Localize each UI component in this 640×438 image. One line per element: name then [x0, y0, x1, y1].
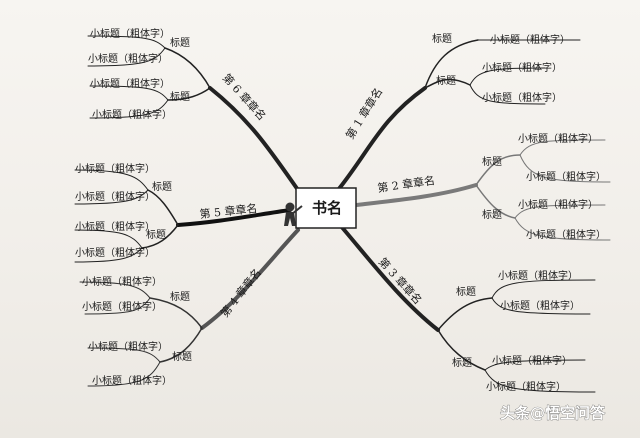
chapter-2-sub-1-1: 小标题（粗体字）: [518, 132, 598, 145]
chapter-3-topic-1-connector: [437, 297, 493, 331]
chapter-1-sub-2-1: 小标题（粗体字）: [482, 61, 562, 74]
chapter-3-branch: [338, 223, 440, 332]
chapter-3-sub-2-1-connector: [484, 359, 586, 371]
chapter-5-branch: [176, 208, 292, 227]
chapter-3-sub-1-2: 小标题（粗体字）: [500, 299, 580, 312]
chapter-4-sub-2-1: 小标题（粗体字）: [88, 340, 168, 353]
chapter-3-label: 第 3 章章名: [376, 255, 425, 307]
chapter-1-branch: [336, 86, 427, 192]
chapter-5-sub-2-1: 小标题（粗体字）: [75, 220, 155, 233]
chapter-3-sub-2-2: 小标题（粗体字）: [486, 380, 566, 393]
chapter-5-sub-2-1-connector: [74, 229, 143, 249]
chapter-3-sub-2-1: 小标题（粗体字）: [492, 354, 572, 367]
chapter-2-sub-2-2-connector: [514, 217, 611, 241]
chapter-6-label: 第 6 章章名: [220, 71, 269, 123]
chapter-5-topic-1-connector: [147, 189, 179, 226]
chapter-4-label: 第 4 章章名: [217, 266, 264, 320]
chapter-1-sub-2-2-connector: [469, 84, 546, 105]
chapter-6-topic-2-label: 标题: [170, 91, 190, 103]
center-node: 书名: [295, 187, 357, 229]
chapter-4-sub-1-2-connector: [84, 297, 151, 315]
chapter-1-topic-1-connector: [424, 39, 479, 89]
chapter-2-topic-1-connector: [475, 154, 521, 186]
chapter-3-topic-1-label: 标题: [456, 286, 476, 298]
chapter-4-sub-2-2: 小标题（粗体字）: [92, 374, 172, 387]
chapter-3-sub-1-1-connector: [491, 279, 596, 299]
chapter-6-sub-2-2-connector: [89, 99, 169, 119]
figure-icon: [284, 202, 303, 226]
chapter-2-topic-2-label: 标题: [482, 209, 502, 221]
chapter-1-topic-1-label: 标题: [432, 33, 452, 45]
chapter-5-sub-2-2: 小标题（粗体字）: [75, 246, 155, 259]
chapter-3-topic-2-label: 标题: [452, 357, 472, 369]
chapter-4-sub-2-2-connector: [87, 361, 161, 387]
chapter-2-branch: [354, 183, 478, 207]
chapter-6-sub-2-2: 小标题（粗体字）: [92, 108, 172, 121]
chapter-3-sub-1-2-connector: [491, 297, 591, 315]
chapter-6-topic-1-connector: [164, 47, 211, 89]
chapter-6-sub-1-1-connector: [87, 35, 166, 49]
chapter-4-topic-2-label: 标题: [172, 351, 192, 363]
chapter-2-label: 第 2 章章名: [376, 173, 435, 195]
chapter-5-sub-1-2-connector: [74, 189, 149, 205]
chapter-2-topic-2-connector: [475, 184, 516, 219]
branch-connectors: [74, 35, 611, 393]
chapter-5-topic-2-connector: [141, 224, 179, 249]
chapter-4-sub-1-1: 小标题（粗体字）: [82, 275, 162, 288]
chapter-5-sub-2-2-connector: [74, 247, 143, 263]
chapter-6-sub-1-1: 小标题（粗体字）: [90, 27, 170, 40]
chapter-6-topic-1-label: 标题: [170, 37, 190, 49]
book-title: 书名: [312, 199, 342, 217]
chapter-6-sub-1-2: 小标题（粗体字）: [88, 52, 168, 65]
chapter-2-sub-1-2-connector: [519, 154, 611, 183]
chapter-1-topic-2-label: 标题: [436, 75, 456, 87]
chapter-2-sub-1-1-connector: [519, 139, 606, 156]
chapter-2-topic-1-label: 标题: [482, 156, 502, 168]
chapter-2-sub-2-2: 小标题（粗体字）: [526, 228, 606, 241]
chapter-6-topic-2-connector: [167, 87, 211, 101]
chapter-1-sub-2-1-connector: [469, 67, 546, 86]
chapter-2-sub-2-1-connector: [514, 204, 606, 219]
chapter-3-sub-2-2-connector: [484, 369, 596, 393]
chapter-2-sub-2-1: 小标题（粗体字）: [518, 198, 598, 211]
chapter-5-sub-1-2: 小标题（粗体字）: [75, 190, 155, 203]
chapter-2-sub-1-2: 小标题（粗体字）: [526, 170, 606, 183]
center-node-box: [295, 187, 357, 229]
chapter-4-topic-2-connector: [159, 327, 203, 363]
chapter-6-sub-2-1: 小标题（粗体字）: [90, 77, 170, 90]
chapter-5-topic-1-label: 标题: [152, 181, 172, 193]
chapter-4-sub-1-1-connector: [79, 281, 151, 299]
chapter-4-branch: [200, 228, 300, 330]
chapter-5-topic-2-label: 标题: [146, 229, 166, 241]
chapter-4-sub-2-1-connector: [87, 347, 161, 363]
chapter-5-sub-1-1-connector: [74, 169, 149, 191]
chapter-1-sub-2-2: 小标题（粗体字）: [482, 91, 562, 104]
chapter-6-branch: [208, 86, 300, 192]
chapter-4-sub-1-2: 小标题（粗体字）: [82, 300, 162, 313]
chapter-1-topic-2-connector: [424, 78, 471, 89]
chapter-4-topic-1-label: 标题: [170, 291, 190, 303]
chapter-6-sub-2-1-connector: [89, 85, 169, 101]
chapter-1-sub-1-1: 小标题（粗体字）: [490, 33, 570, 46]
chapter-6-sub-1-2-connector: [87, 47, 166, 67]
chapter-5-label: 第 5 章章名: [199, 201, 258, 221]
watermark: 头条@悟空问答: [500, 404, 606, 422]
chapter-3-sub-1-1: 小标题（粗体字）: [498, 269, 578, 282]
chapter-4-topic-1-connector: [149, 297, 203, 329]
chapter-3-topic-2-connector: [437, 329, 486, 371]
chapter-5-sub-1-1: 小标题（粗体字）: [75, 162, 155, 175]
